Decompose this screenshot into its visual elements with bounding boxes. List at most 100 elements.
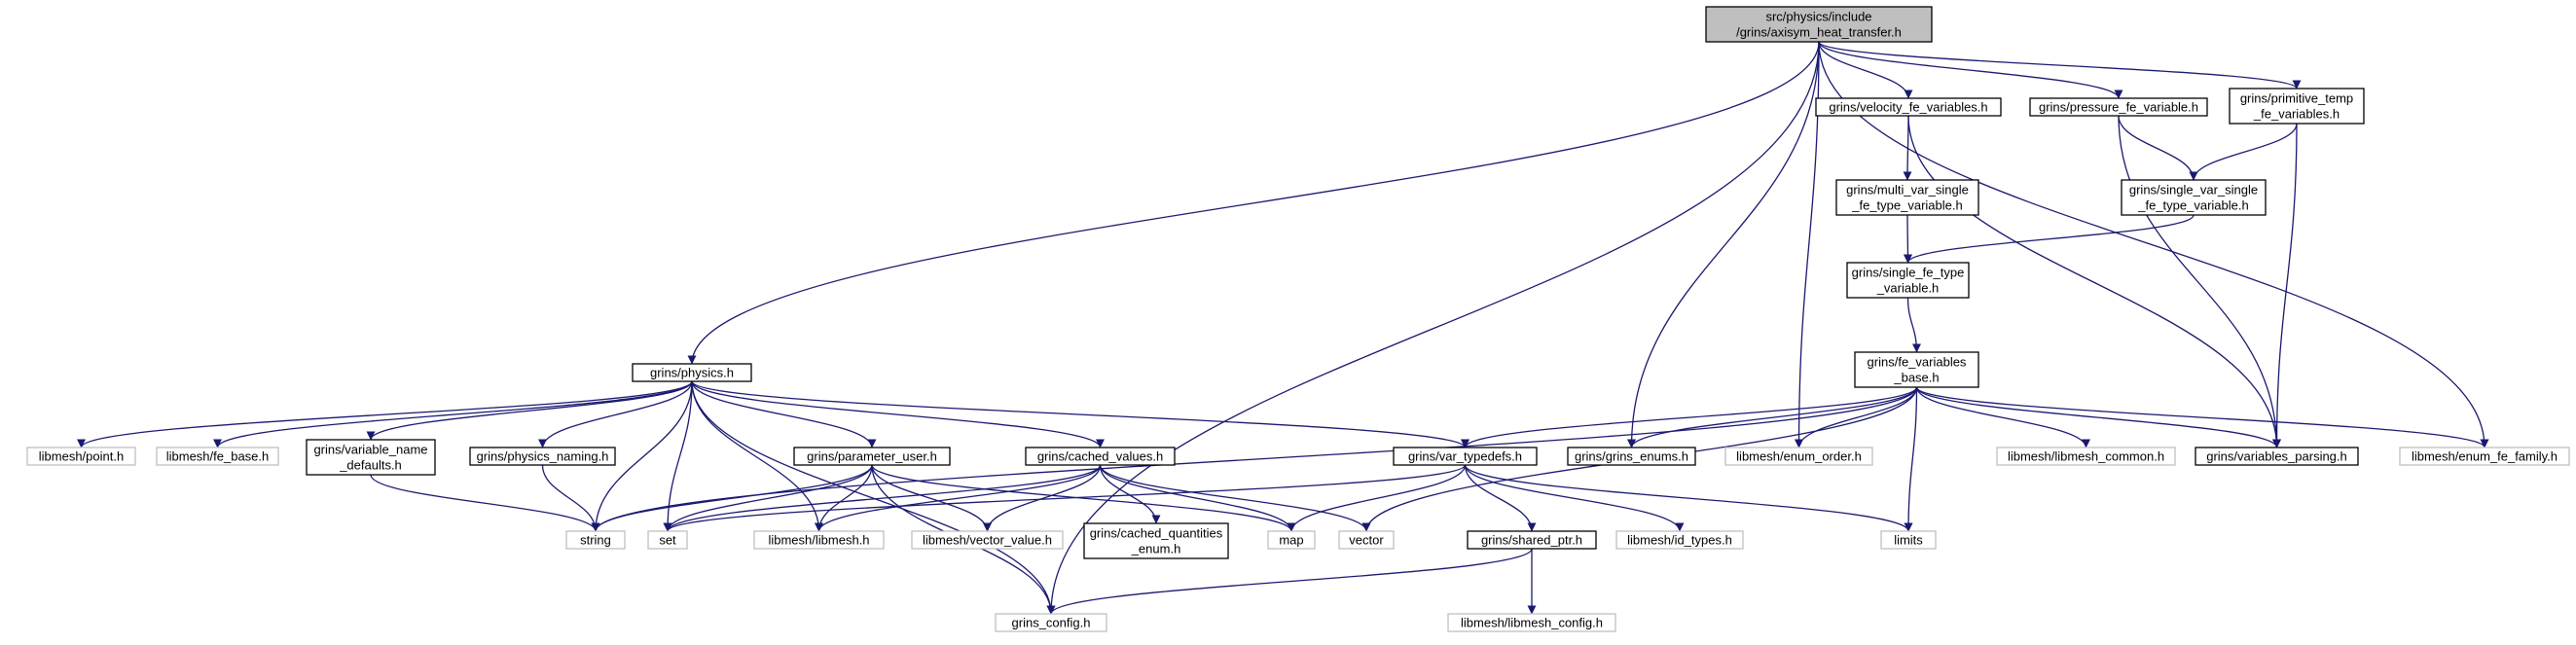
- node-label-grinsconfig: grins_config.h: [1012, 616, 1091, 630]
- node-primtemp[interactable]: grins/primitive_temp_fe_variables.h: [2229, 88, 2365, 125]
- edge-paramuser-to-map: [871, 464, 1296, 532]
- edge-physics-to-vartypedefs: [691, 380, 1469, 448]
- edge-velocity-to-varparsing: [1907, 115, 2281, 448]
- node-label-singlefe: _variable.h: [1876, 281, 1940, 296]
- edge-febase-to-enumfefam: [1915, 386, 2489, 448]
- node-string: string: [565, 530, 626, 550]
- edge-root-to-grinsenums: [1627, 41, 1820, 448]
- edge-febase-to-libcommon: [1915, 386, 2090, 448]
- node-singlevar[interactable]: grins/single_var_single_fe_type_variable…: [2121, 179, 2267, 216]
- node-box-idtypes: [1615, 530, 1744, 550]
- node-libmesh: libmesh/libmesh.h: [753, 530, 885, 550]
- node-label-grinsenums: grins/grins_enums.h: [1575, 449, 1688, 464]
- node-lfebase: libmesh/fe_base.h: [156, 447, 279, 466]
- node-enumfefam: libmesh/enum_fe_family.h: [2399, 447, 2570, 466]
- node-label-vector: vector: [1349, 533, 1384, 548]
- edge-velocity-to-multivar: [1903, 115, 1912, 181]
- node-map: map: [1267, 530, 1316, 550]
- edge-paramuser-to-string: [591, 464, 873, 532]
- node-label-point: libmesh/point.h: [39, 449, 124, 464]
- edge-febase-to-vartypedefs: [1461, 386, 1918, 448]
- node-box-primtemp: [2229, 88, 2365, 125]
- node-box-singlefe: [1846, 262, 1970, 299]
- node-label-limits: limits: [1894, 533, 1923, 548]
- node-libconfig: libmesh/libmesh_config.h: [1447, 613, 1616, 632]
- edge-cached-to-cqenum: [1099, 464, 1161, 524]
- node-box-vartypedefs: [1393, 447, 1538, 466]
- edge-physics-to-varname: [366, 380, 693, 441]
- node-febase[interactable]: grins/fe_variables_base.h: [1854, 351, 1979, 388]
- node-box-vector: [1338, 530, 1395, 550]
- node-box-enumorder: [1724, 447, 1873, 466]
- node-cached[interactable]: grins/cached_values.h: [1025, 447, 1176, 466]
- node-label-febase: grins/fe_variables: [1868, 355, 1967, 370]
- node-label-cqenum: grins/cached_quantities: [1090, 526, 1223, 541]
- edge-primtemp-to-singlevar: [2189, 123, 2298, 181]
- node-physics[interactable]: grins/physics.h: [632, 363, 752, 382]
- node-box-libconfig: [1447, 613, 1616, 632]
- edge-root-to-primtemp: [1818, 41, 2302, 90]
- node-velocity[interactable]: grins/velocity_fe_variables.h: [1815, 97, 2002, 117]
- edge-root-to-physics: [687, 41, 1820, 365]
- edge-root-to-pressure: [1818, 41, 2123, 99]
- edge-physics-to-physnaming: [538, 380, 693, 448]
- node-label-enumfefam: libmesh/enum_fe_family.h: [2412, 449, 2558, 464]
- node-box-limits: [1880, 530, 1937, 550]
- node-singlefe[interactable]: grins/single_fe_type_variable.h: [1846, 262, 1970, 299]
- node-cqenum[interactable]: grins/cached_quantities_enum.h: [1083, 522, 1229, 559]
- node-box-set: [647, 530, 688, 550]
- node-paramuser[interactable]: grins/parameter_user.h: [793, 447, 951, 466]
- node-label-physics: grins/physics.h: [650, 366, 734, 380]
- node-multivar[interactable]: grins/multi_var_single_fe_type_variable.…: [1835, 179, 1979, 216]
- node-label-physnaming: grins/physics_naming.h: [477, 449, 609, 464]
- edge-febase-to-varparsing: [1915, 386, 2281, 448]
- node-varname[interactable]: grins/variable_name_defaults.h: [306, 439, 436, 476]
- node-label-libconfig: libmesh/libmesh_config.h: [1461, 616, 1603, 630]
- node-grinsenums[interactable]: grins/grins_enums.h: [1567, 447, 1696, 466]
- edge-multivar-to-singlefe: [1903, 214, 1912, 264]
- node-limits: limits: [1880, 530, 1937, 550]
- node-box-grinsenums: [1567, 447, 1696, 466]
- node-label-string: string: [580, 533, 611, 548]
- edge-pressure-to-varparsing: [2118, 115, 2281, 448]
- node-vector: vector: [1338, 530, 1395, 550]
- node-box-paramuser: [793, 447, 951, 466]
- node-label-map: map: [1279, 533, 1303, 548]
- node-label-vecval: libmesh/vector_value.h: [923, 533, 1052, 548]
- node-label-singlevar: _fe_type_variable.h: [2137, 198, 2248, 213]
- node-point: libmesh/point.h: [26, 447, 136, 466]
- node-sharedptr[interactable]: grins/shared_ptr.h: [1467, 530, 1597, 550]
- node-label-varname: _defaults.h: [339, 458, 402, 473]
- node-box-string: [565, 530, 626, 550]
- edge-cached-to-vecval: [983, 464, 1102, 532]
- edge-vartypedefs-to-limits: [1464, 464, 1913, 532]
- node-enumorder: libmesh/enum_order.h: [1724, 447, 1873, 466]
- node-box-singlevar: [2121, 179, 2267, 216]
- edge-physics-to-point: [77, 380, 693, 448]
- node-set: set: [647, 530, 688, 550]
- node-label-febase: _base.h: [1893, 371, 1939, 385]
- node-root[interactable]: src/physics/include/grins/axisym_heat_tr…: [1705, 6, 1933, 43]
- node-pressure[interactable]: grins/pressure_fe_variable.h: [2029, 97, 2208, 117]
- node-box-enumfefam: [2399, 447, 2570, 466]
- node-box-multivar: [1835, 179, 1979, 216]
- node-box-physnaming: [469, 447, 616, 466]
- node-label-singlefe: grins/single_fe_type: [1852, 266, 1965, 280]
- node-label-cqenum: _enum.h: [1131, 542, 1181, 556]
- edge-singlevar-to-singlefe: [1904, 214, 2195, 264]
- node-label-pressure: grins/pressure_fe_variable.h: [2039, 100, 2198, 115]
- edge-febase-to-enumorder: [1795, 386, 1918, 448]
- node-physnaming[interactable]: grins/physics_naming.h: [469, 447, 616, 466]
- node-label-lfebase: libmesh/fe_base.h: [166, 449, 270, 464]
- node-box-point: [26, 447, 136, 466]
- node-label-singlevar: grins/single_var_single: [2129, 183, 2258, 197]
- node-vartypedefs[interactable]: grins/var_typedefs.h: [1393, 447, 1538, 466]
- node-label-multivar: grins/multi_var_single: [1846, 183, 1969, 197]
- edge-cached-to-libmesh: [815, 464, 1102, 532]
- edge-primtemp-to-varparsing: [2272, 123, 2298, 448]
- edge-febase-to-string: [591, 386, 1918, 532]
- node-varparsing[interactable]: grins/variables_parsing.h: [2195, 447, 2359, 466]
- edge-root-to-grinsconfig: [1046, 41, 1820, 615]
- node-label-primtemp: grins/primitive_temp: [2240, 91, 2353, 106]
- node-label-vartypedefs: grins/var_typedefs.h: [1408, 449, 1522, 464]
